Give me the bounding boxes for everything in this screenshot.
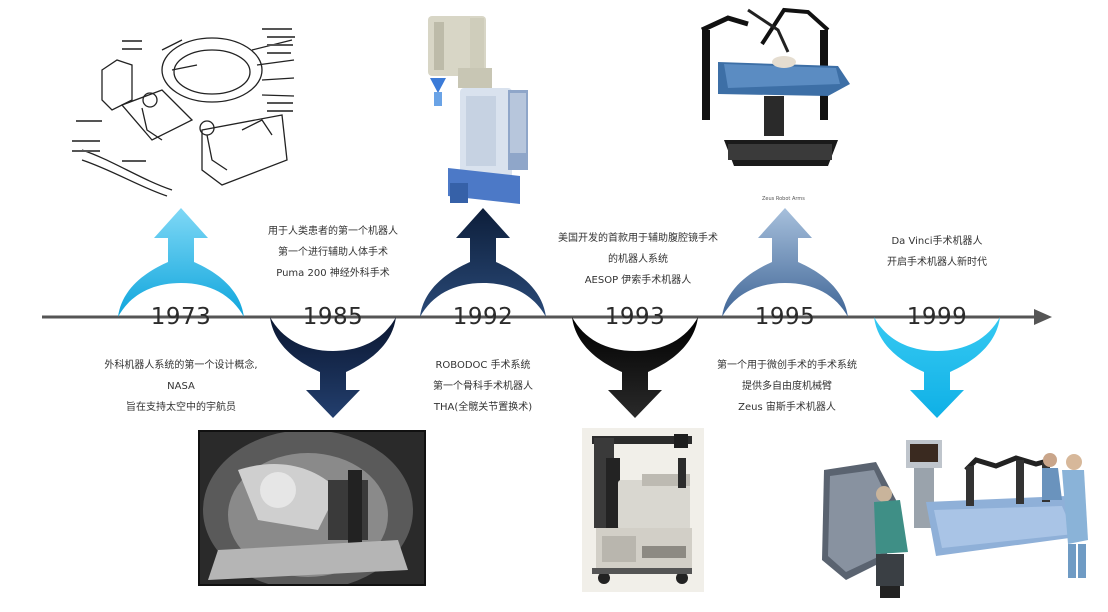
year-label-1993: 1993	[604, 304, 666, 330]
event-description-1992: ROBODOC 手术系统 第一个骨科手术机器人 THA(全髋关节置换术)	[372, 355, 594, 418]
arrow-up-1992	[420, 208, 546, 317]
desc-line: 第一个进行辅助人体手术	[278, 247, 388, 258]
desc-line: Puma 200 神经外科手术	[276, 268, 390, 279]
arrow-down-1985	[270, 317, 396, 418]
year-label-1973: 1973	[150, 304, 212, 330]
event-description-1999: Da Vinci手术机器人 开启手术机器人新时代	[826, 231, 1048, 273]
desc-line: AESOP 伊索手术机器人	[584, 275, 692, 286]
event-description-1973: 外科机器人系统的第一个设计概念, NASA 旨在支持太空中的宇航员	[60, 355, 302, 418]
desc-line: ROBODOC 手术系统	[435, 360, 531, 371]
image-1992-robodoc-system	[420, 8, 538, 206]
desc-line: THA(全髋关节置换术)	[433, 402, 533, 413]
arrow-up-1973	[118, 208, 244, 317]
robot-illustration	[822, 440, 1088, 598]
desc-line: 的机器人系统	[608, 254, 668, 265]
image-1995-zeus-system	[688, 0, 854, 178]
image-1993-aesop-system	[582, 428, 704, 592]
event-description-1993: 美国开发的首款用于辅助腹腔镜手术 的机器人系统 AESOP 伊索手术机器人	[520, 228, 756, 291]
photo-illustration	[198, 430, 426, 586]
year-label-1995: 1995	[754, 304, 816, 330]
robot-illustration	[700, 7, 850, 166]
robot-illustration	[428, 16, 528, 204]
desc-line: 旨在支持太空中的宇航员	[126, 402, 236, 413]
image-1973-nasa-concept-drawing	[62, 10, 302, 200]
robot-illustration	[592, 434, 692, 584]
timeline-arrowhead	[1034, 309, 1052, 325]
image-1985-puma-surgery-photo	[198, 430, 426, 586]
desc-line: 提供多自由度机械臂	[742, 381, 832, 392]
arrow-down-1993	[572, 317, 698, 418]
desc-line: 第一个骨科手术机器人	[433, 381, 533, 392]
image-1999-da-vinci-system	[816, 440, 1092, 608]
desc-line: 外科机器人系统的第一个设计概念,	[104, 360, 258, 371]
desc-line: NASA	[167, 381, 195, 392]
year-label-1992: 1992	[452, 304, 514, 330]
event-description-1995: 第一个用于微创手术的手术系统 提供多自由度机械臂 Zeus 宙斯手术机器人	[676, 355, 898, 418]
year-label-1999: 1999	[906, 304, 968, 330]
desc-line: Zeus 宙斯手术机器人	[738, 402, 836, 413]
arrow-up-1995	[722, 208, 848, 317]
desc-line: 开启手术机器人新时代	[887, 257, 987, 268]
event-description-1985: 用于人类患者的第一个机器人 第一个进行辅助人体手术 Puma 200 神经外科手…	[222, 221, 444, 284]
sketch-illustration	[72, 28, 295, 197]
zeus-image-caption: Zeus Robot Arms	[762, 196, 805, 202]
desc-line: 美国开发的首款用于辅助腹腔镜手术	[558, 233, 718, 244]
desc-line: 第一个用于微创手术的手术系统	[717, 360, 857, 371]
year-label-1985: 1985	[302, 304, 364, 330]
desc-line: Da Vinci手术机器人	[891, 236, 983, 247]
desc-line: 用于人类患者的第一个机器人	[268, 226, 398, 237]
arrow-down-1999	[874, 317, 1000, 418]
